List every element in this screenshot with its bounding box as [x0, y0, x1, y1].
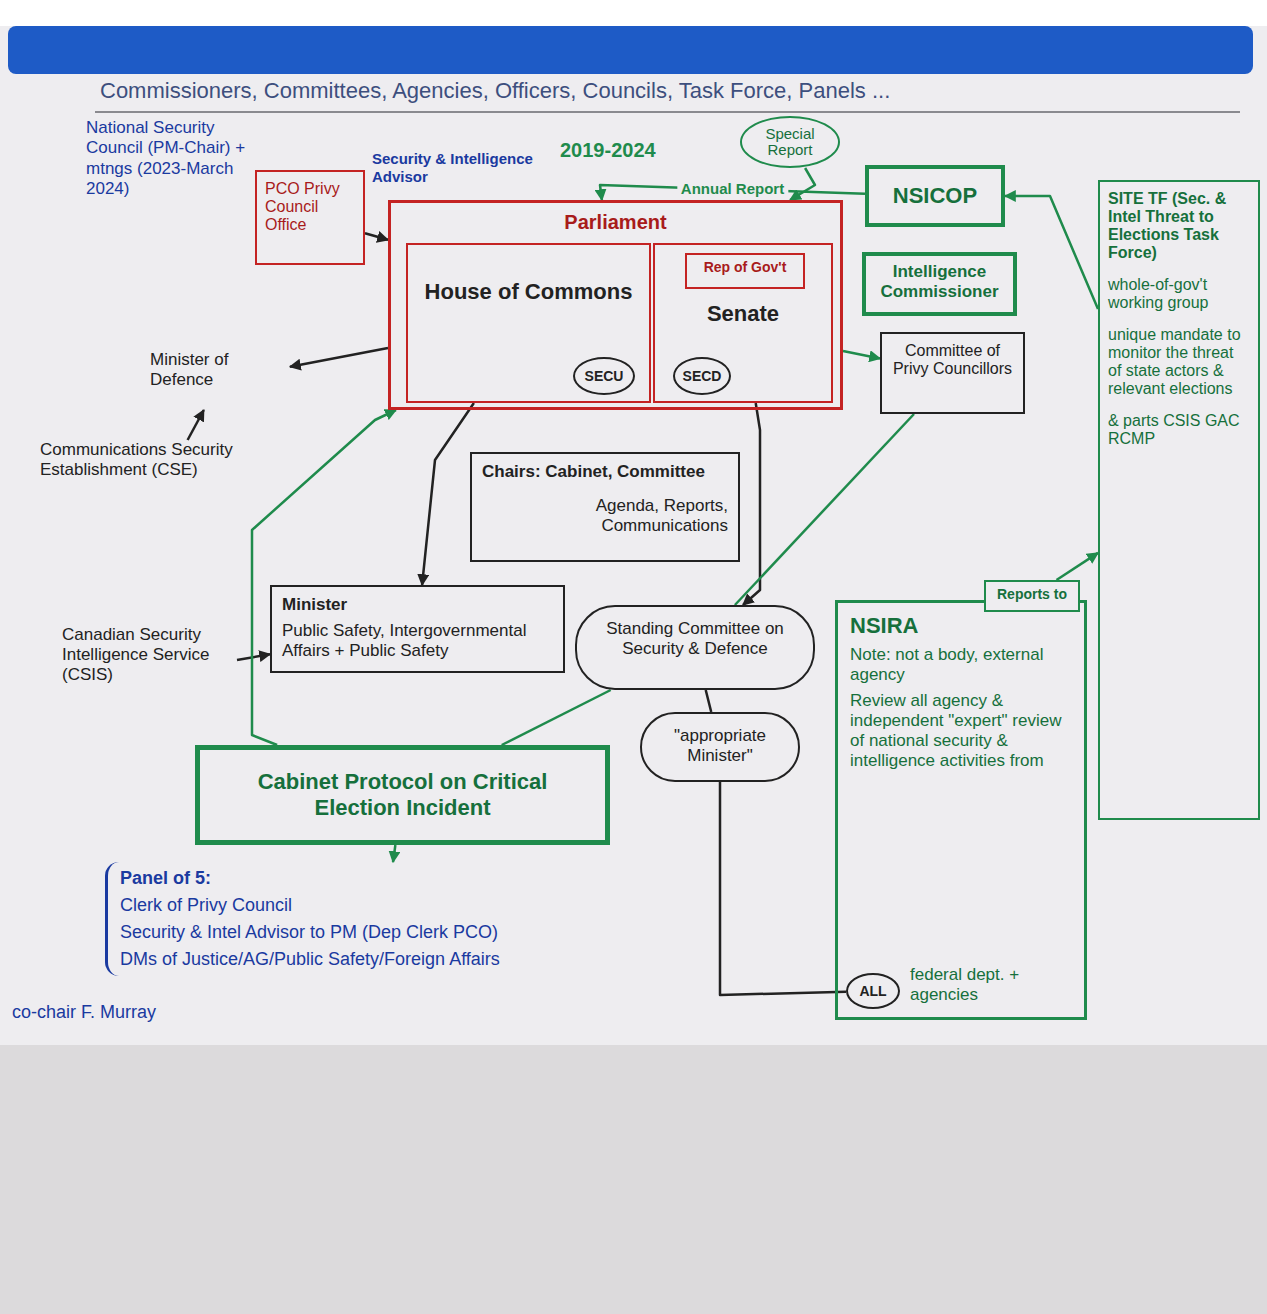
panel-bracket: Panel of 5: Clerk of Privy CouncilSecurit…: [105, 862, 665, 976]
connector: [735, 414, 914, 605]
connector: [393, 845, 395, 862]
connector: [237, 654, 270, 660]
node-text: & parts CSIS GAC RCMP: [1108, 412, 1250, 448]
agency-note: Canadian Security Intelligence Service (…: [62, 625, 237, 725]
board-surface: [0, 0, 1267, 1045]
parliament-box: ParliamentHouse of CommonsSECUSenateRep …: [388, 200, 843, 410]
node-text: PCO Privy Council Office: [265, 180, 355, 234]
task-force-band: SITE TF (Sec. & Intel Threat to Election…: [1098, 180, 1260, 820]
node-text: SITE TF (Sec. & Intel Threat to Election…: [1108, 190, 1250, 262]
connector: [706, 690, 712, 712]
node-text: Canadian Security Intelligence Service (…: [62, 625, 231, 685]
node-text: Chairs: Cabinet, Committee: [482, 462, 728, 482]
node-text: Parliament: [391, 211, 840, 234]
node-text: federal dept. + agencies: [910, 965, 1074, 1005]
connector: [290, 348, 388, 367]
committee-circle: SECU: [573, 357, 635, 395]
node-text: Public Safety, Intergovernmental Affairs…: [282, 621, 553, 661]
connector: [365, 233, 388, 240]
title-rule: [95, 111, 1240, 113]
connector: [843, 351, 880, 359]
office-box: PCO Privy Council Office: [255, 170, 365, 265]
connector: [743, 403, 760, 605]
edge-label: Annual Report: [677, 180, 788, 198]
node-text: SECD: [683, 368, 722, 384]
node-text: DMs of Justice/AG/Public Safety/Foreign …: [120, 949, 653, 970]
node-text: Note: not a body, external agency: [850, 645, 1072, 685]
committee-box: Committee of Privy Councillors: [880, 332, 1025, 414]
advisor-note: Security & Intelligence Advisor: [372, 150, 547, 186]
node-text: unique mandate to monitor the threat of …: [1108, 326, 1250, 398]
connector: [502, 690, 611, 745]
node-text: Senate: [655, 301, 831, 327]
chair-note: co-chair F. Murray: [12, 1002, 156, 1024]
connector: [790, 168, 815, 200]
rep-box: Rep of Gov't: [685, 253, 805, 289]
node-text: "appropriate Minister": [662, 726, 778, 766]
minister-note: Minister of Defence: [150, 350, 290, 410]
node-text: Standing Committee on Security & Defence: [597, 619, 793, 659]
node-text: Clerk of Privy Council: [120, 895, 653, 916]
connector: [720, 782, 846, 995]
agency-note: Communications Security Establishment (C…: [40, 440, 300, 505]
committee-circle: SECD: [673, 357, 731, 395]
node-text: NSICOP: [893, 183, 977, 209]
node-text: ALL: [859, 983, 886, 999]
chamber-box: Senate Rep of Gov'tSECD: [653, 243, 833, 403]
node-text: whole-of-gov't working group: [1108, 276, 1250, 312]
node-text: NSIRA: [850, 613, 1072, 639]
node-text: Minister: [282, 595, 553, 615]
connector: [252, 410, 396, 745]
node-text: Communications Security Establishment (C…: [40, 440, 294, 480]
scope-circle: ALL: [846, 973, 900, 1009]
committee-rounded-box: Standing Committee on Security & Defence: [575, 605, 815, 690]
protocol-box: Cabinet Protocol on Critical Election In…: [195, 745, 610, 845]
board-frame: [0, 0, 1267, 26]
report-ellipse: Special Report: [740, 116, 840, 168]
node-text: Agenda, Reports, Communications: [482, 496, 728, 536]
minister-rounded-box: "appropriate Minister": [640, 712, 800, 782]
chamber-box: House of CommonsSECU: [406, 243, 651, 403]
connector: [188, 410, 204, 440]
oversight-box: Intelligence Commissioner: [862, 252, 1017, 316]
node-text: House of Commons: [408, 279, 649, 305]
marker-tray: [8, 26, 1253, 74]
node-text: Committee of Privy Councillors: [892, 342, 1013, 378]
node-text: Review all agency & independent "expert"…: [850, 691, 1072, 771]
oversight-box: NSICOP: [865, 165, 1005, 227]
connector: [1005, 196, 1098, 309]
chairs-box: Chairs: Cabinet, CommitteeAgenda, Report…: [470, 452, 740, 562]
diagram-title: Commissioners, Committees, Agencies, Off…: [100, 78, 890, 104]
node-text: SECU: [585, 368, 624, 384]
reports-tag: Reports to: [984, 580, 1080, 612]
date-range: 2019-2024: [560, 138, 656, 162]
review-agency-box: NSIRA Note: not a body, external agencyRe…: [835, 600, 1087, 1020]
node-text: Intelligence Commissioner: [874, 262, 1005, 302]
node-text: Minister of Defence: [150, 350, 284, 390]
connector: [422, 403, 474, 585]
node-text: Cabinet Protocol on Critical Election In…: [216, 769, 589, 821]
minister-box: MinisterPublic Safety, Intergovernmental…: [270, 585, 565, 673]
connector: [1057, 553, 1099, 580]
node-text: Security & Intel Advisor to PM (Dep Cler…: [120, 922, 653, 943]
node-text: Panel of 5:: [120, 868, 653, 889]
node-text: Rep of Gov't: [693, 259, 797, 275]
node-text: Special Report: [742, 126, 838, 159]
node-text: Reports to: [990, 586, 1074, 602]
council-note: National Security Council (PM-Chair) + m…: [86, 118, 246, 200]
